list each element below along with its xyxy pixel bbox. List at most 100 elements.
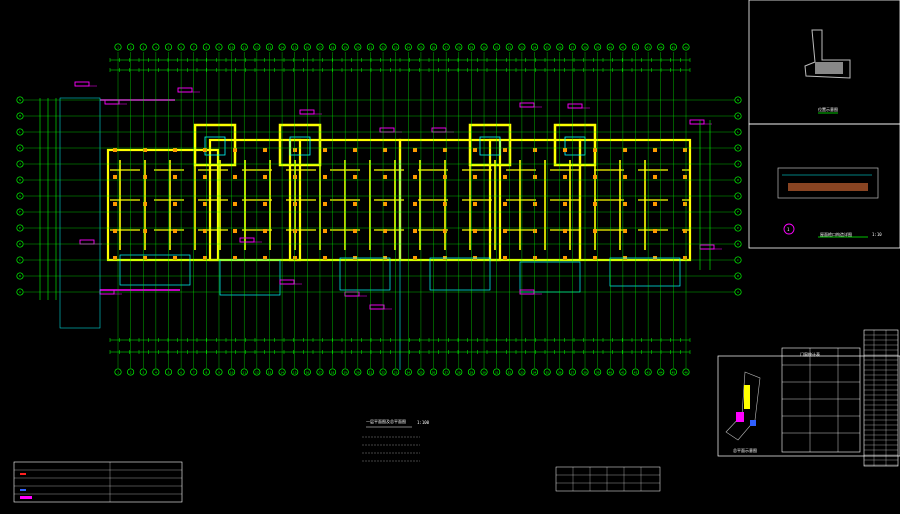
axis-label-top: 28 <box>457 46 461 50</box>
column <box>143 175 147 179</box>
axis-label-bottom: 45 <box>672 371 676 375</box>
axis-bubble-top <box>278 43 286 51</box>
column <box>233 256 237 260</box>
key-plan-building <box>744 385 750 409</box>
axis-bubble-top <box>164 43 173 51</box>
column <box>563 229 567 233</box>
detail-scale: 1:10 <box>872 232 882 237</box>
column <box>173 202 177 206</box>
elevator <box>204 136 226 156</box>
axis-bubble-bottom <box>114 368 122 376</box>
axis-label-top: 2 <box>130 46 132 50</box>
axis-bubble-bottom <box>265 368 274 376</box>
axis-bubble-left <box>16 240 24 248</box>
axis-bubble-top <box>480 43 488 51</box>
axis-bubble-bottom <box>581 368 589 376</box>
column <box>233 175 237 179</box>
axis-bubble-right <box>734 112 742 120</box>
side-panels <box>13 0 900 503</box>
axis-label-bottom: 15 <box>293 371 297 375</box>
axis-bubble-left <box>16 144 24 152</box>
axis-label-top: 35 <box>545 46 549 50</box>
axis-bubble-bottom <box>455 368 463 376</box>
balcony <box>609 257 681 287</box>
axis-label-top: 31 <box>495 46 499 50</box>
detail-hatch <box>788 183 868 191</box>
axis-label-left: L <box>19 130 21 134</box>
stair-core <box>468 123 512 167</box>
axis-label-top: 32 <box>507 46 511 50</box>
column <box>443 202 447 206</box>
axis-bubble-bottom <box>682 368 690 376</box>
axis-label-bottom: 18 <box>331 371 335 375</box>
column <box>683 202 687 206</box>
axis-label-top: 39 <box>596 46 600 50</box>
axis-bubble-bottom <box>556 368 564 376</box>
axis-bubble-top <box>568 43 576 51</box>
axis-bubble-right <box>734 224 742 232</box>
site-building <box>815 62 843 74</box>
column <box>623 202 627 206</box>
axis-label-bottom: 39 <box>596 371 600 375</box>
column <box>323 202 327 206</box>
column <box>473 202 477 206</box>
axis-label-bottom: 2 <box>130 371 132 375</box>
axis-label-top: 43 <box>646 46 650 50</box>
axis-label-top: 38 <box>583 46 587 50</box>
axis-bubble-bottom <box>164 368 173 376</box>
axis-label-top: 10 <box>230 46 234 50</box>
column <box>413 202 417 206</box>
column <box>143 256 147 260</box>
axis-label-bottom: 9 <box>218 371 220 375</box>
axis-bubble-top <box>682 43 690 51</box>
column <box>473 148 477 152</box>
axis-label-top: 15 <box>293 46 297 50</box>
axis-label-top: 40 <box>608 46 612 50</box>
axis-bubble-bottom <box>240 368 248 376</box>
axis-label-top: 20 <box>356 46 360 50</box>
axis-bubble-bottom <box>253 368 261 376</box>
axis-label-bottom: 32 <box>507 371 511 375</box>
column <box>593 202 597 206</box>
balcony <box>429 257 491 291</box>
detail-title: 屋面檐口构造详图 <box>820 232 852 237</box>
axis-label-left: G <box>19 194 21 198</box>
axis-label-bottom: 10 <box>230 371 234 375</box>
axis-bubble-top <box>392 43 400 51</box>
schedule-table <box>781 347 861 453</box>
axis-label-left: E <box>19 226 21 230</box>
location-plan-title: 位置示意图 <box>818 107 838 112</box>
axis-bubble-bottom <box>404 368 412 376</box>
column <box>593 175 597 179</box>
axis-label-bottom: 33 <box>520 371 524 375</box>
column <box>263 175 267 179</box>
axis-bubble-bottom <box>619 368 627 376</box>
axis-label-top: 25 <box>419 46 423 50</box>
column <box>233 202 237 206</box>
site-strip <box>59 97 101 329</box>
axis-bubble-top <box>291 43 299 51</box>
axis-label-top: 30 <box>482 46 486 50</box>
axis-bubble-bottom <box>139 368 147 376</box>
column <box>173 256 177 260</box>
axis-label-top: 4 <box>155 46 157 50</box>
axis-label-bottom: 5 <box>168 371 170 375</box>
axis-bubble-top <box>303 43 311 51</box>
axis-bubble-right <box>734 128 742 136</box>
balcony <box>119 254 191 286</box>
column <box>503 175 507 179</box>
column <box>293 175 297 179</box>
drawing-title: 一层平面图及总平面图 <box>366 419 406 424</box>
column <box>293 148 297 152</box>
axis-label-top: 14 <box>280 46 284 50</box>
axis-bubble-right <box>734 144 742 152</box>
axis-label-right: A <box>737 290 739 294</box>
column <box>293 202 297 206</box>
axis-label-bottom: 38 <box>583 371 587 375</box>
column <box>173 148 177 152</box>
axis-bubble-bottom <box>442 368 450 376</box>
column <box>323 256 327 260</box>
axis-bubble-bottom <box>430 368 438 376</box>
axis-bubble-top <box>202 43 210 51</box>
